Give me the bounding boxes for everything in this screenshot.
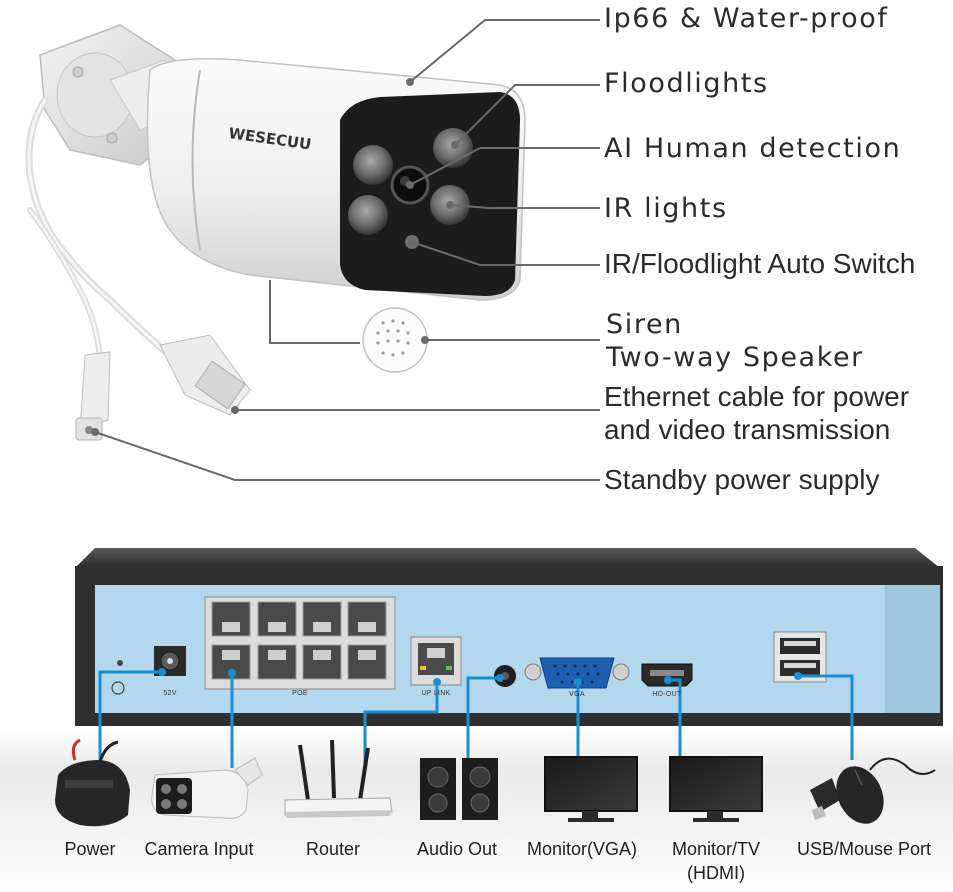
dc-power-connector-icon	[75, 351, 111, 441]
device-label-router: Router	[305, 839, 361, 859]
callout-ethernet-line2: and video transmission	[604, 414, 891, 445]
callout-lines	[94, 19, 600, 481]
callout-siren: Siren	[606, 309, 683, 340]
device-label-monitor-vga: Monitor(VGA)	[526, 839, 638, 859]
callout-ip66: Ip66 & Water-proof	[604, 3, 889, 34]
callout-ai-detection: AI Human detection	[604, 133, 902, 164]
callout-ir-lights: IR lights	[604, 193, 728, 224]
uplink-port	[410, 636, 462, 686]
vga-port-label: VGA	[569, 691, 585, 698]
device-label-hdmi: (HDMI)	[687, 863, 745, 883]
hdmi-port-label: HD-OUT	[652, 691, 682, 698]
device-label-camera: Camera Input	[144, 839, 254, 859]
ground-icon	[111, 681, 125, 695]
router-icon	[284, 739, 393, 818]
camera-cables	[25, 96, 179, 368]
callout-auto-switch: IR/Floodlight Auto Switch	[604, 248, 916, 279]
power-adapter-icon	[55, 738, 130, 827]
uplink-port-label: UP LINK	[421, 690, 451, 697]
callout-ethernet-line1: Ethernet cable for power	[604, 381, 910, 412]
poe-port-label: POE	[292, 690, 308, 697]
device-label-monitor-tv: Monitor/TV	[671, 839, 761, 859]
monitor-hdmi-icon	[669, 756, 763, 822]
device-label-audio: Audio Out	[416, 839, 498, 859]
usb-mouse-icon	[810, 757, 936, 824]
speakers-icon	[420, 758, 498, 820]
callout-floodlights: Floodlights	[604, 68, 769, 99]
ethernet-connector-icon	[159, 334, 251, 416]
camera-device-icon	[151, 757, 263, 819]
dc-port-label: 52V	[163, 690, 177, 697]
callout-standby-power: Standby power supply	[604, 464, 880, 495]
monitor-vga-icon	[544, 756, 638, 822]
device-label-power: Power	[64, 839, 116, 859]
ir-led-icon	[353, 145, 393, 185]
poe-port-block	[204, 596, 396, 690]
device-label-usb: USB/Mouse Port	[796, 839, 932, 859]
vga-port	[524, 657, 630, 689]
ir-led-icon	[348, 195, 388, 235]
connector-lines	[98, 670, 854, 790]
speaker-grille-icon	[362, 307, 428, 373]
callout-speaker: Two-way Speaker	[606, 342, 864, 373]
